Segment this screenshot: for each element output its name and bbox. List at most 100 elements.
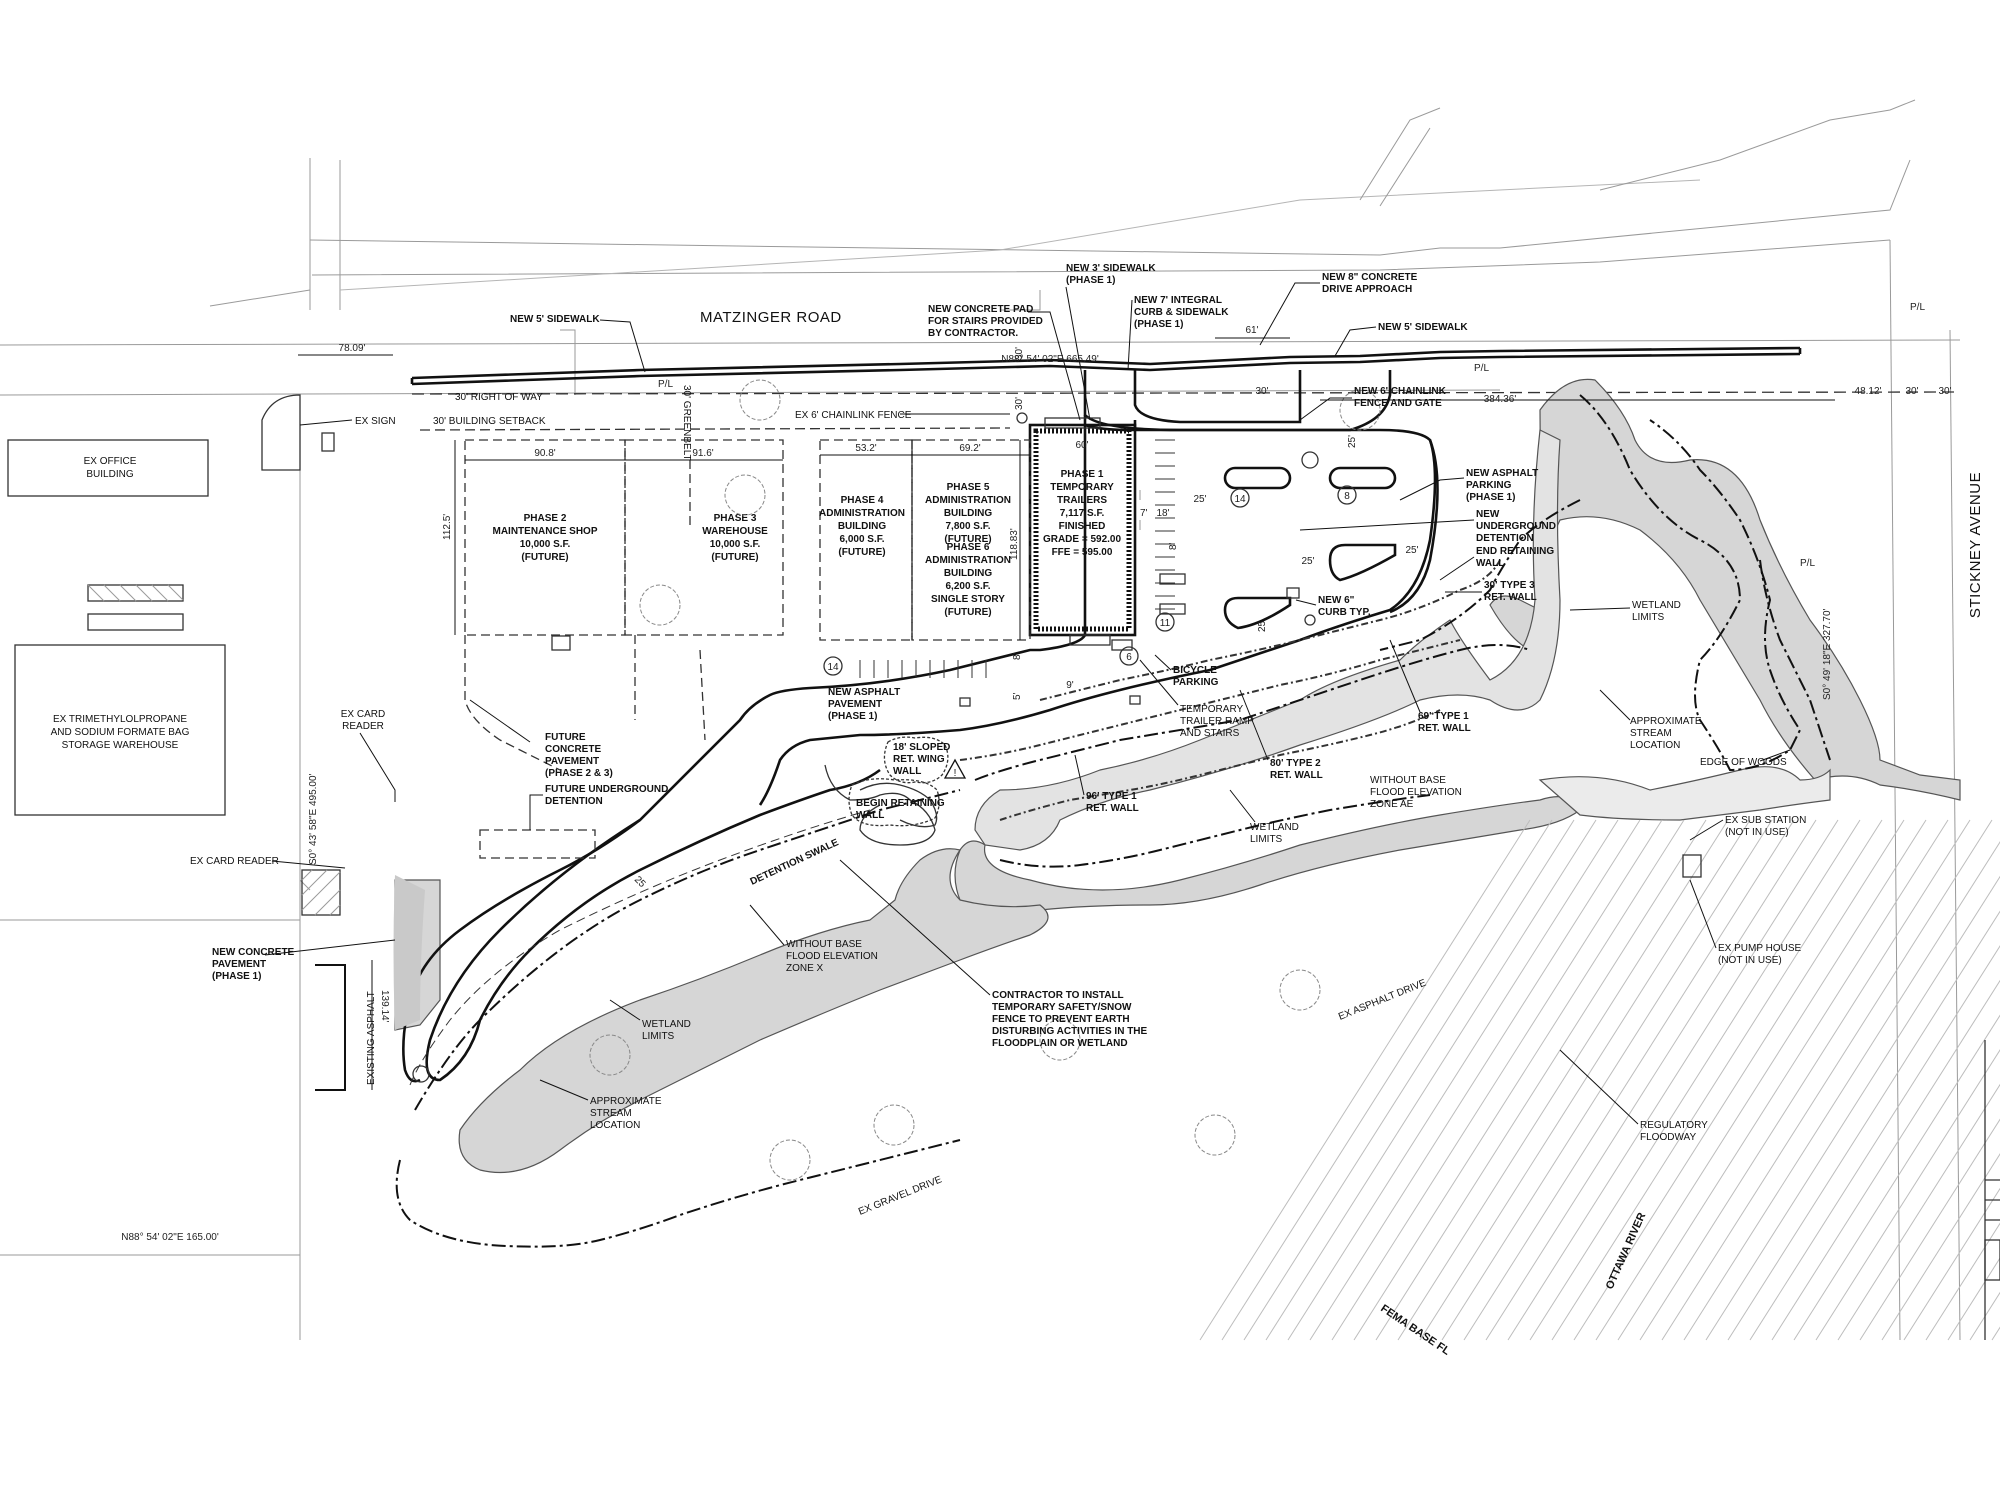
svg-text:NEW 5' SIDEWALK: NEW 5' SIDEWALK: [510, 314, 600, 325]
svg-text:80' TYPE 2: 80' TYPE 2: [1270, 758, 1321, 769]
future-buildings: PHASE 2 MAINTENANCE SHOP 10,000 S.F. (FU…: [464, 439, 1031, 859]
svg-text:EX PUMP HOUSE: EX PUMP HOUSE: [1718, 943, 1801, 954]
floodway-hatch-line: [1309, 819, 1641, 1341]
tree-symbol: [739, 379, 781, 421]
svg-text:RET. WALL: RET. WALL: [1086, 803, 1139, 814]
callout-new-concrete-pad: NEW CONCRETE PAD FOR STAIRS PROVIDED BY …: [928, 304, 1081, 421]
svg-text:(PHASE 1): (PHASE 1): [1466, 492, 1515, 503]
callout-type3-wall: 30' TYPE 3 RET. WALL: [1445, 580, 1537, 603]
svg-text:SINGLE STORY: SINGLE STORY: [931, 594, 1005, 605]
floodway-hatch-line: [1551, 819, 1883, 1341]
svg-text:NEW 7' INTEGRAL: NEW 7' INTEGRAL: [1134, 295, 1222, 306]
floodway-hatch-line: [1881, 1153, 2000, 1341]
ex-office-building: EX OFFICE BUILDING: [7, 439, 209, 497]
floodway-hatch-line: [1331, 819, 1663, 1341]
svg-text:6: 6: [1126, 652, 1132, 663]
svg-text:ADMINISTRATION: ADMINISTRATION: [925, 495, 1011, 506]
callout-wetland-limits-center: WETLAND LIMITS: [1229, 789, 1299, 845]
svg-text:CONTRACTOR TO INSTALL: CONTRACTOR TO INSTALL: [992, 990, 1124, 1001]
svg-text:112.5': 112.5': [442, 514, 453, 540]
phase4-admin-building: PHASE 4 ADMINISTRATION BUILDING 6,000 S.…: [819, 495, 905, 558]
svg-text:10,000 S.F.: 10,000 S.F.: [710, 539, 761, 550]
svg-text:WAREHOUSE: WAREHOUSE: [702, 526, 768, 537]
svg-text:UNDERGROUND: UNDERGROUND: [1476, 521, 1556, 532]
svg-text:N88° 54' 02"E 165.00': N88° 54' 02"E 165.00': [121, 1232, 219, 1243]
svg-text:NEW 6": NEW 6": [1318, 595, 1355, 606]
callout-without-base-x: WITHOUT BASE FLOOD ELEVATION ZONE X: [749, 904, 878, 974]
site-symbols: [412, 412, 1319, 1083]
svg-text:48.12': 48.12': [1855, 386, 1882, 397]
svg-text:30': 30': [1255, 386, 1268, 397]
svg-text:61': 61': [1245, 325, 1258, 336]
svg-text:RET. WALL: RET. WALL: [1418, 723, 1471, 734]
callout-approx-stream-right: APPROXIMATE STREAM LOCATION: [1599, 689, 1702, 751]
svg-text:WITHOUT BASE: WITHOUT BASE: [1370, 775, 1446, 786]
svg-text:384.36': 384.36': [1484, 394, 1517, 405]
svg-text:WETLAND: WETLAND: [1632, 600, 1681, 611]
svg-text:EX OFFICE: EX OFFICE: [84, 456, 137, 467]
svg-text:PARKING: PARKING: [1466, 480, 1512, 491]
svg-text:STORAGE WAREHOUSE: STORAGE WAREHOUSE: [62, 740, 179, 751]
existing-asphalt-bracket: [315, 964, 346, 1091]
floodway-hatch-line: [1815, 1049, 2000, 1341]
svg-text:EX CARD READER: EX CARD READER: [190, 856, 279, 867]
svg-text:30': 30': [1014, 397, 1025, 410]
floodway-hatch-line: [1705, 875, 2000, 1341]
svg-text:FLOOD ELEVATION: FLOOD ELEVATION: [786, 951, 878, 962]
svg-text:9': 9': [1066, 680, 1074, 691]
warning-triangle-icon: !: [943, 758, 967, 779]
svg-text:CURB & SIDEWALK: CURB & SIDEWALK: [1134, 307, 1229, 318]
svg-text:NEW CONCRETE PAD: NEW CONCRETE PAD: [928, 304, 1033, 315]
svg-text:NEW ASPHALT: NEW ASPHALT: [1466, 468, 1538, 479]
floodway-hatch-line: [1353, 819, 1685, 1341]
svg-text:GRADE = 592.00: GRADE = 592.00: [1043, 534, 1122, 545]
svg-text:TEMPORARY: TEMPORARY: [1050, 482, 1114, 493]
callout-new-asphalt-pavement: NEW ASPHALT PAVEMENT (PHASE 1): [828, 687, 900, 722]
svg-text:14: 14: [1234, 494, 1246, 505]
callout-ex-pump-house: EX PUMP HOUSE (NOT IN USE): [1689, 879, 1801, 966]
svg-text:LIMITS: LIMITS: [1632, 612, 1665, 623]
svg-text:DETENTION: DETENTION: [1476, 533, 1534, 544]
svg-text:30': 30': [1938, 386, 1951, 397]
svg-text:(PHASE 1): (PHASE 1): [828, 711, 877, 722]
tree-symbol: [724, 474, 766, 516]
callout-new-6-chainlink: NEW 6' CHAINLINK FENCE AND GATE: [1299, 386, 1447, 421]
floodway-hatch-line: [1859, 1118, 2000, 1341]
callout-temporary-ramp: TEMPORARY TRAILER RAMP AND STAIRS: [1139, 659, 1254, 739]
svg-text:EX CARD: EX CARD: [341, 709, 385, 720]
svg-text:RET. WING: RET. WING: [893, 754, 945, 765]
svg-text:P/L: P/L: [1910, 302, 1925, 313]
floodway-hatch-line: [1837, 1083, 2000, 1341]
tree-symbol: [769, 1139, 811, 1181]
callout-new-concrete-pavement: NEW CONCRETE PAVEMENT (PHASE 1): [212, 939, 396, 982]
svg-text:EDGE OF WOODS: EDGE OF WOODS: [1700, 757, 1787, 768]
svg-text:NEW 3' SIDEWALK: NEW 3' SIDEWALK: [1066, 263, 1156, 274]
svg-text:25: 25: [1257, 620, 1268, 632]
svg-text:18': 18': [1156, 508, 1169, 519]
svg-text:96' TYPE 1: 96' TYPE 1: [1086, 791, 1137, 802]
svg-text:AND SODIUM FORMATE BAG: AND SODIUM FORMATE BAG: [51, 727, 190, 738]
svg-text:18' SLOPED: 18' SLOPED: [893, 742, 950, 753]
svg-text:7,800 S.F.: 7,800 S.F.: [945, 521, 990, 532]
svg-text:25: 25: [632, 874, 648, 890]
svg-text:5': 5': [1012, 692, 1023, 700]
svg-text:ZONE AE: ZONE AE: [1370, 799, 1414, 810]
svg-text:118.83': 118.83': [1009, 528, 1020, 560]
floodway-hatch-line: [1529, 819, 1861, 1341]
svg-text:PHASE 4: PHASE 4: [841, 495, 884, 506]
callout-new-asphalt-parking: NEW ASPHALT PARKING (PHASE 1): [1399, 468, 1538, 503]
svg-text:BUILDING: BUILDING: [838, 521, 887, 532]
ex-sign: [261, 394, 335, 471]
ex-gravel-drive-label: EX GRAVEL DRIVE: [857, 1174, 944, 1218]
svg-text:FUTURE UNDERGROUND: FUTURE UNDERGROUND: [545, 784, 668, 795]
svg-text:P/L: P/L: [658, 379, 673, 390]
svg-text:FINISHED: FINISHED: [1059, 521, 1106, 532]
svg-text:30': 30': [1014, 347, 1025, 360]
svg-text:8: 8: [1344, 491, 1350, 502]
callout-begin-retaining: BEGIN RETAINING WALL: [848, 778, 945, 827]
svg-text:AND STAIRS: AND STAIRS: [1180, 728, 1240, 739]
floodway-hatch-line: [1661, 819, 1993, 1341]
floodway-hatch-line: [1727, 910, 2000, 1341]
callout-edge-of-woods: EDGE OF WOODS: [1700, 749, 1791, 768]
wetland-limit-lines: [395, 394, 1831, 1248]
